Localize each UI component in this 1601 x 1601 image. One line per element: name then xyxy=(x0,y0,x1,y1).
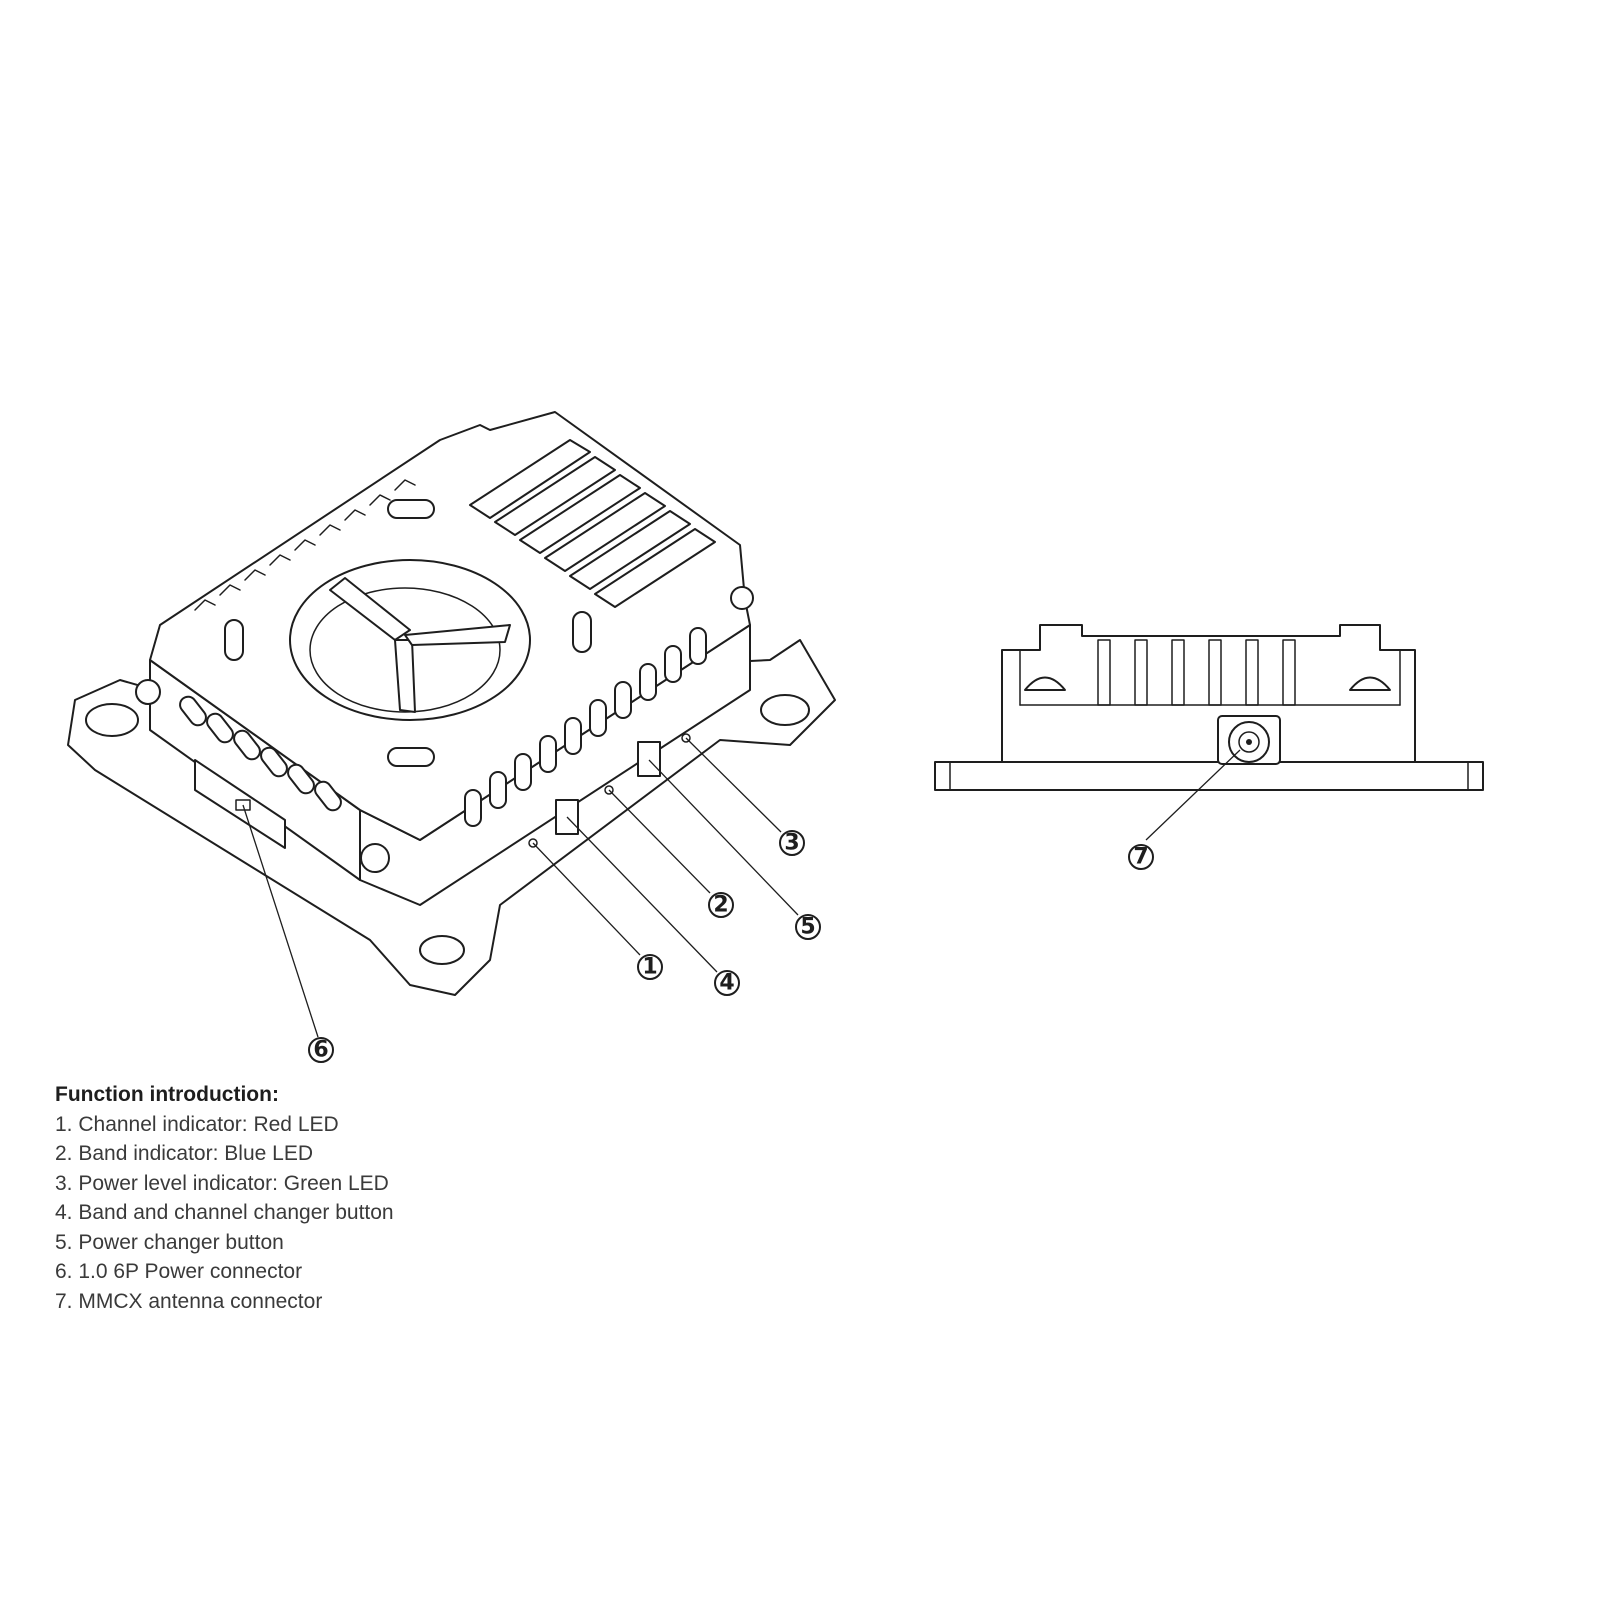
mount-hole-front xyxy=(419,935,465,965)
legend-item-4: 4. Band and channel changer button xyxy=(55,1201,394,1224)
legend-item-7: 7. MMCX antenna connector xyxy=(55,1289,323,1313)
callout-3: 3 xyxy=(779,830,805,856)
power-button xyxy=(637,741,661,777)
callout-5: 5 xyxy=(795,914,821,940)
callout-2: 2 xyxy=(708,892,734,918)
side-view xyxy=(934,624,1484,791)
leader-lines xyxy=(242,737,1241,1038)
side-fins xyxy=(1097,639,1296,706)
screw-left xyxy=(135,679,161,705)
front-vent-slots xyxy=(179,695,342,812)
top-fins-back xyxy=(194,479,416,611)
side-base xyxy=(934,761,1484,791)
svg-text:7: 7 xyxy=(1133,845,1148,870)
isometric-view xyxy=(67,411,836,996)
callout-7: 7 xyxy=(1128,844,1154,870)
legend-item-5: 5. Power changer button xyxy=(55,1230,284,1254)
top-vents xyxy=(469,439,716,608)
top-slot-1 xyxy=(387,499,435,519)
function-legend: Function introduction: 1. Channel indica… xyxy=(55,1080,394,1316)
side-mount-right xyxy=(1349,676,1391,691)
legend-item-2: 2. Band indicator: Blue LED xyxy=(55,1142,313,1165)
side-mount-left xyxy=(1024,676,1066,691)
top-slot-2 xyxy=(224,619,244,661)
svg-text:2: 2 xyxy=(713,893,728,918)
screw-front xyxy=(360,843,390,873)
legend-title: Function introduction: xyxy=(55,1083,279,1106)
mount-hole-left xyxy=(85,703,139,737)
fan xyxy=(289,559,531,721)
callout-4: 4 xyxy=(714,970,740,996)
callout-1: 1 xyxy=(637,954,663,980)
callout-6: 6 xyxy=(308,1037,334,1063)
legend-item-3: 3. Power level indicator: Green LED xyxy=(55,1171,389,1195)
screw-right xyxy=(730,586,754,610)
top-slot-4 xyxy=(387,747,435,767)
svg-text:5: 5 xyxy=(800,915,815,940)
mount-hole-right xyxy=(760,694,810,726)
top-slot-3 xyxy=(572,611,592,653)
svg-text:3: 3 xyxy=(784,831,799,856)
legend-item-1: 1. Channel indicator: Red LED xyxy=(55,1112,339,1136)
right-vent-slots xyxy=(464,627,707,827)
svg-text:6: 6 xyxy=(313,1038,328,1063)
svg-text:1: 1 xyxy=(642,955,657,980)
legend-item-6: 6. 1.0 6P Power connector xyxy=(55,1260,303,1283)
power-connector xyxy=(194,759,286,849)
svg-text:4: 4 xyxy=(719,971,734,996)
